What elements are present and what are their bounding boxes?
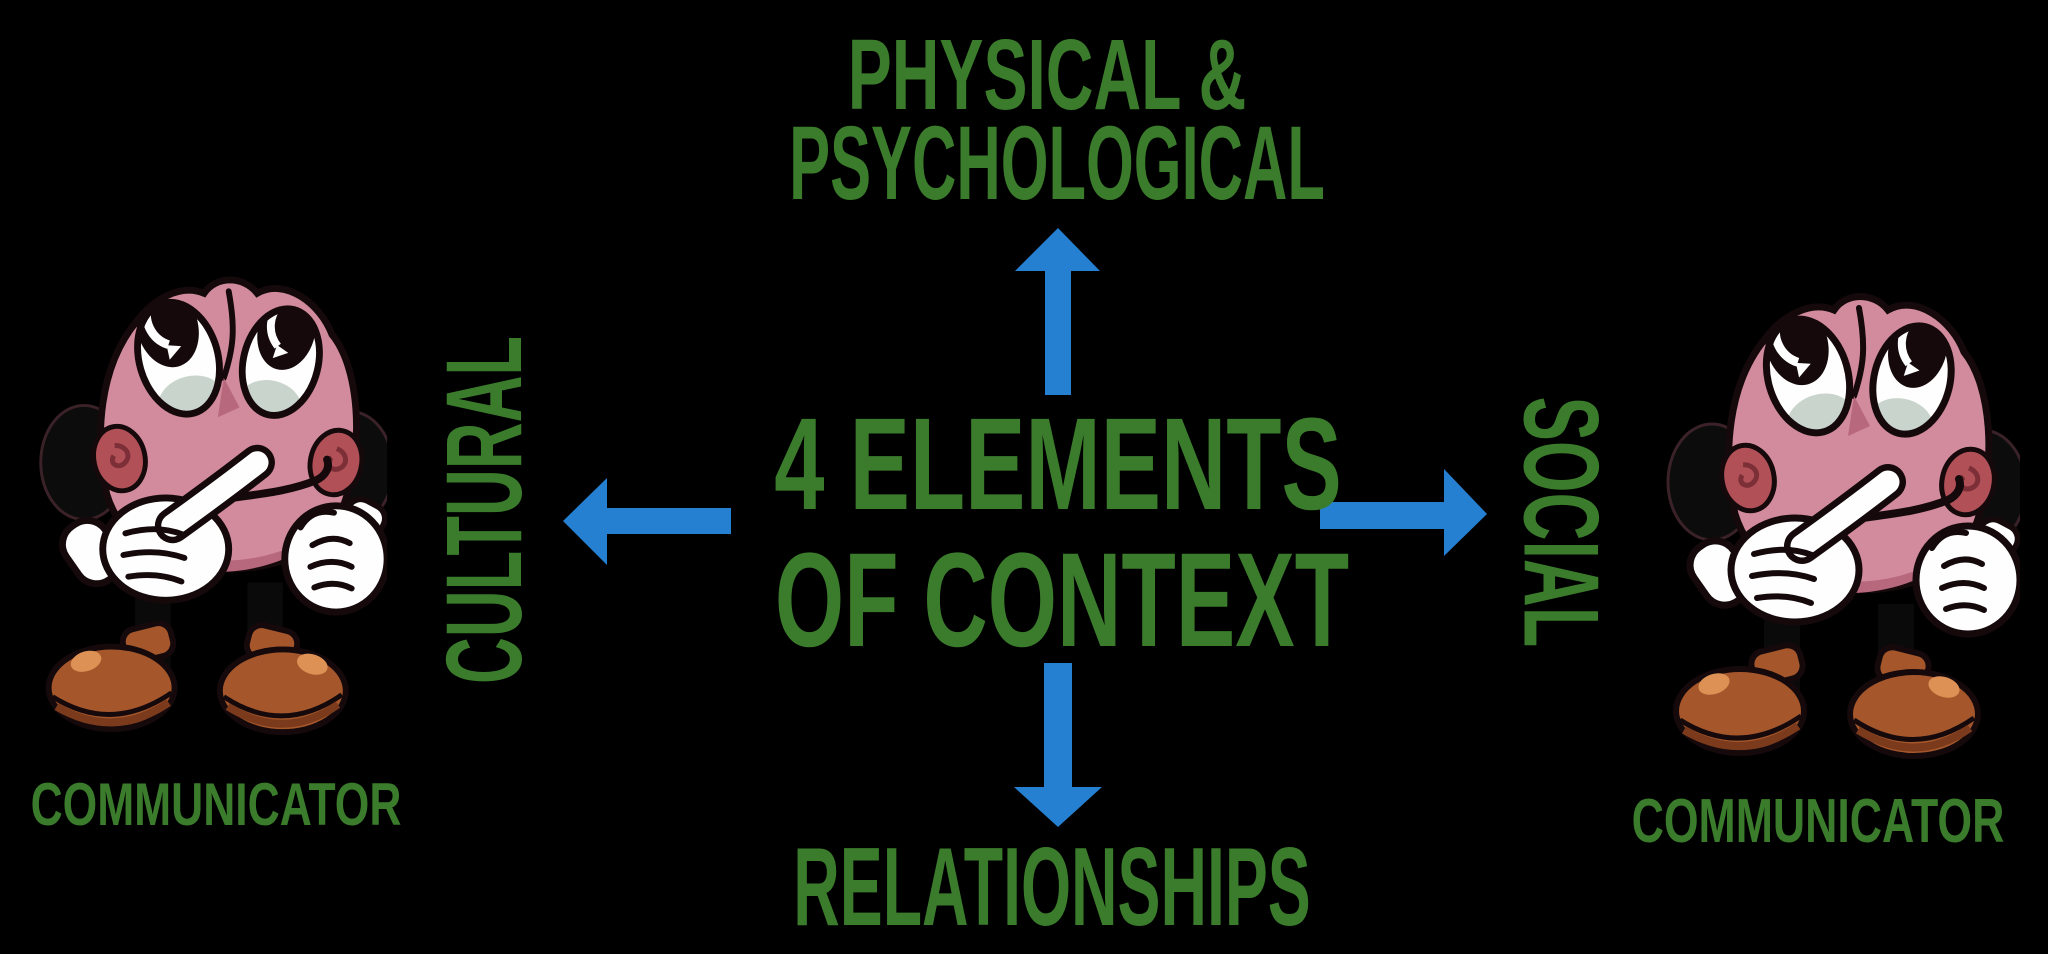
communicator-caption-right: COMMUNICATOR [1631,787,2005,856]
arrow-down-icon [1014,663,1102,827]
arrow-right-icon [1320,469,1487,556]
right-element-label: SOCIAL [1501,396,1622,648]
brain-character-left [30,248,390,740]
left-element-label: CULTURAL [423,336,544,684]
top-element-label-line2: PSYCHOLOGICAL [789,105,1325,222]
center-title-line2: OF CONTEXT [774,526,1350,675]
bottom-element-label: RELATIONSHIPS [793,825,1311,949]
center-title-line1: 4 ELEMENTS [774,390,1342,537]
communicator-caption-left: COMMUNICATOR [30,771,402,838]
brain-character-right [1658,264,2022,764]
arrow-left-icon [563,478,731,565]
arrow-up-icon [1015,228,1100,395]
top-element-label-line1: PHYSICAL & [847,19,1247,131]
